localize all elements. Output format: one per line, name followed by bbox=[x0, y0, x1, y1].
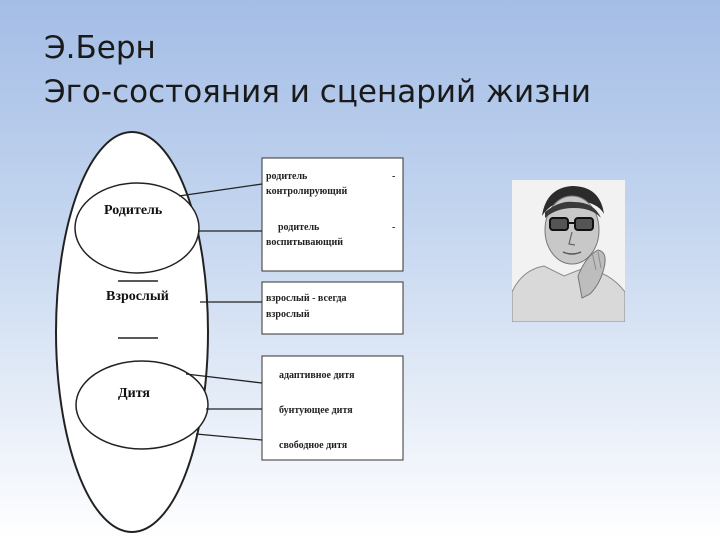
connector-parent-controlling bbox=[178, 183, 263, 197]
controlling-parent-line2: контролирующий bbox=[266, 186, 348, 197]
nurturing-parent-dash: - bbox=[392, 222, 395, 233]
slide-title: Э.Берн Эго-состояния и сценарий жизни bbox=[44, 26, 591, 114]
state-label-parent: Родитель bbox=[104, 203, 163, 218]
nurturing-parent-line2: воспитывающий bbox=[266, 237, 343, 248]
adult-line2: взрослый bbox=[266, 309, 310, 320]
connector-child-free bbox=[195, 433, 263, 441]
adult-box bbox=[261, 281, 404, 335]
title-line-2: Эго-состояния и сценарий жизни bbox=[44, 74, 592, 110]
controlling-parent-dash: - bbox=[392, 171, 395, 182]
connector-child-adaptive bbox=[185, 373, 263, 384]
portrait-photo-icon bbox=[512, 180, 625, 322]
controlling-parent-line1: родитель bbox=[266, 171, 308, 182]
adaptive-child: адаптивное дитя bbox=[279, 370, 355, 381]
rebellious-child: бунтующее дитя bbox=[279, 405, 353, 416]
title-line-1: Э.Берн bbox=[44, 30, 156, 66]
child-ellipse bbox=[75, 360, 209, 450]
free-child: свободное дитя bbox=[279, 440, 348, 451]
parent-ellipse bbox=[74, 182, 200, 274]
adult-line1: взрослый - всегда bbox=[266, 293, 347, 304]
parent-box bbox=[261, 157, 404, 272]
child-box bbox=[261, 355, 404, 461]
state-label-child: Дитя bbox=[118, 386, 150, 401]
state-label-adult: Взрослый bbox=[106, 289, 169, 304]
nurturing-parent-line1: родитель bbox=[278, 222, 320, 233]
